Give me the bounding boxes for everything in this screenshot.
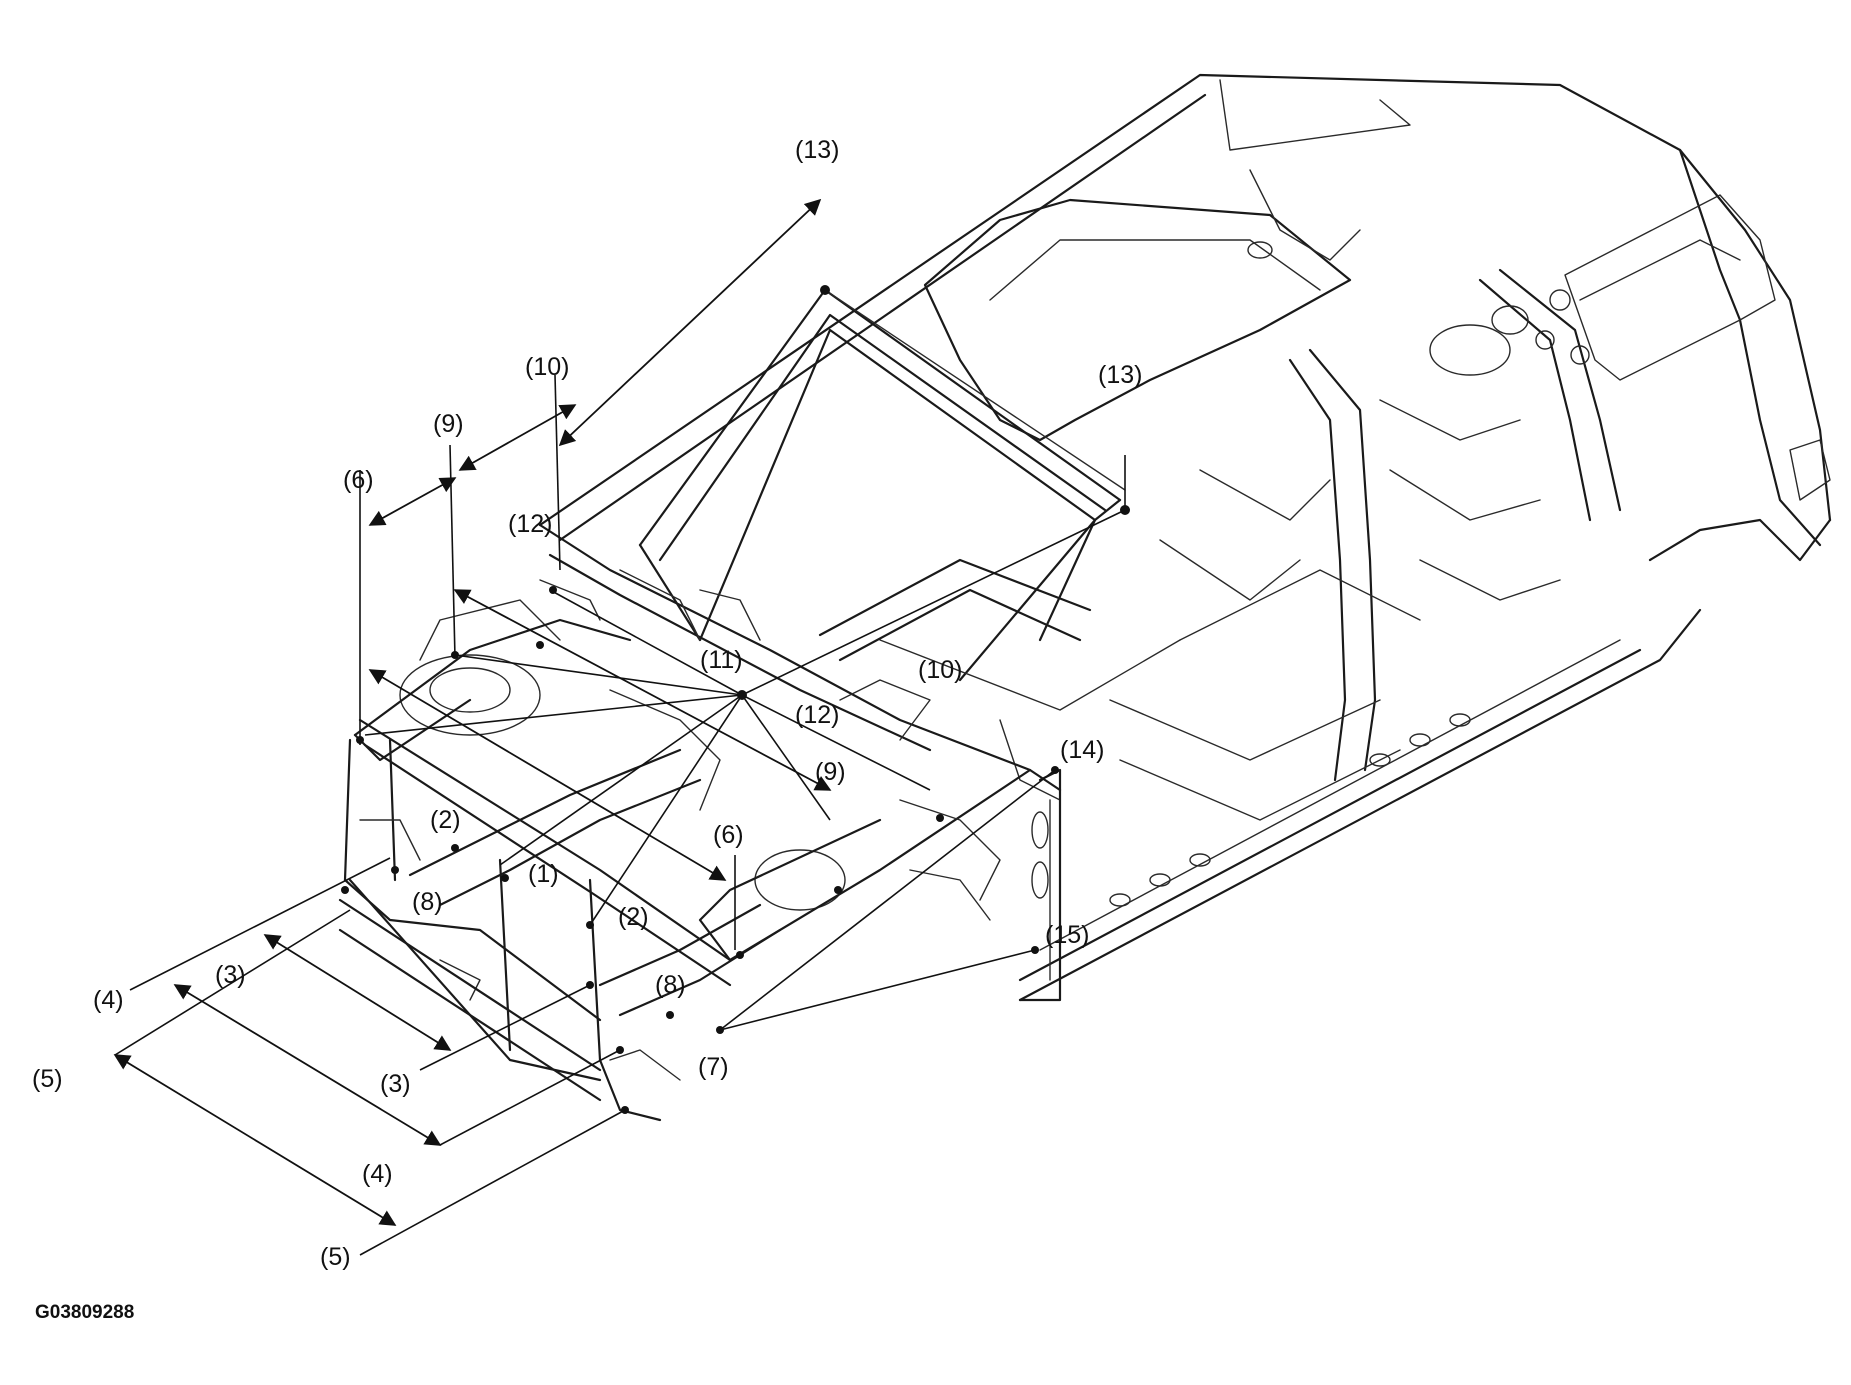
callout-9-top: (9)	[433, 410, 464, 438]
dimension-line-5	[113, 1054, 397, 1226]
point-9b	[834, 886, 842, 894]
callout-12-right: (12)	[795, 701, 839, 729]
point-15	[1031, 946, 1039, 954]
point-8a	[391, 866, 399, 874]
leader-lines	[364, 509, 1126, 1031]
callout-13-top: (13)	[795, 136, 839, 164]
callout-7: (7)	[698, 1053, 729, 1081]
point-3b	[586, 981, 594, 989]
dimension-line-4	[173, 984, 442, 1146]
point-7	[716, 1026, 724, 1034]
point-12b	[536, 641, 544, 649]
callout-5-bottom: (5)	[320, 1243, 351, 1271]
callout-10-top: (10)	[525, 353, 569, 381]
dimension-line-13	[558, 198, 822, 447]
point-9a	[451, 651, 459, 659]
callout-9-right: (9)	[815, 758, 846, 786]
callout-8-right: (8)	[655, 971, 686, 999]
callout-14: (14)	[1060, 736, 1104, 764]
callout-4-left: (4)	[93, 986, 124, 1014]
dimension-line-3	[263, 934, 452, 1051]
point-1	[501, 874, 509, 882]
callout-5-left: (5)	[32, 1065, 63, 1093]
point-12a	[549, 586, 557, 594]
callout-8-left: (8)	[412, 888, 443, 916]
point-10	[936, 814, 944, 822]
callout-1: (1)	[528, 860, 559, 888]
point-13a	[820, 285, 830, 295]
callout-2-right: (2)	[618, 903, 649, 931]
point-13b	[1120, 505, 1130, 515]
measurement-points	[341, 285, 1130, 1114]
callout-10-right: (10)	[918, 656, 962, 684]
dimension-line-9b	[453, 589, 832, 791]
callout-12-left: (12)	[508, 510, 552, 538]
point-6a	[356, 736, 364, 744]
point-4a	[341, 886, 349, 894]
point-14	[1051, 766, 1059, 774]
callout-15: (15)	[1045, 921, 1089, 949]
point-4b	[616, 1046, 624, 1054]
callout-6-top: (6)	[343, 466, 374, 494]
point-8b	[666, 1011, 674, 1019]
callout-13-right: (13)	[1098, 361, 1142, 389]
callout-11: (11)	[700, 646, 743, 674]
point-6b	[736, 951, 744, 959]
point-11	[737, 690, 747, 700]
callout-3-top: (3)	[215, 961, 246, 989]
callout-2-left: (2)	[430, 806, 461, 834]
point-5b	[621, 1106, 629, 1114]
dimension-lines	[113, 198, 1126, 1256]
figure-code: G03809288	[35, 1302, 134, 1323]
dimension-line-9	[368, 477, 457, 526]
callout-labels: (13) (10) (9) (6) (12) (13) (11) (10) (1…	[32, 136, 1142, 1271]
callout-6-right: (6)	[713, 821, 744, 849]
point-2a	[451, 844, 459, 852]
point-2b	[586, 921, 594, 929]
callout-3-bottom: (3)	[380, 1070, 411, 1098]
callout-4-bottom: (4)	[362, 1160, 393, 1188]
